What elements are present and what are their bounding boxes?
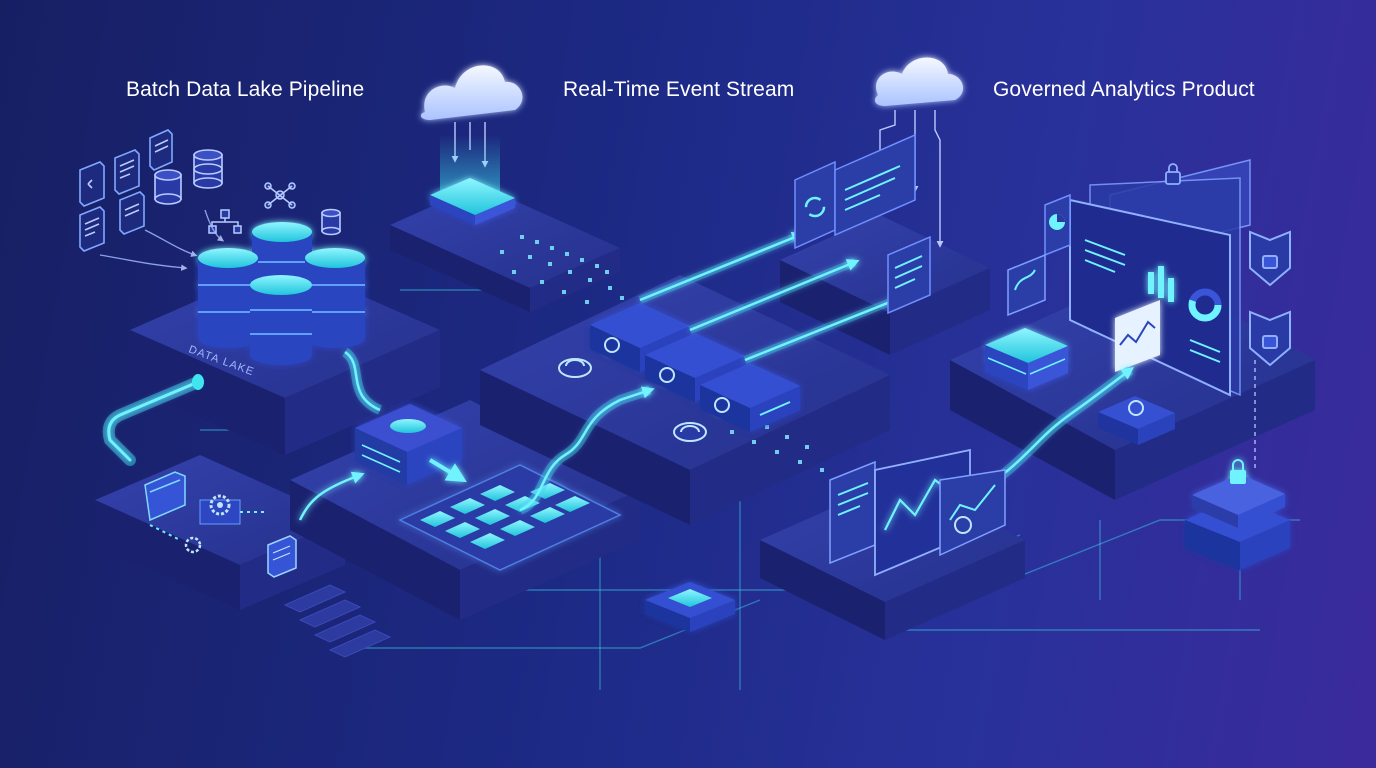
file-flow-curves <box>99 209 225 271</box>
database-cylinder <box>250 275 312 365</box>
database-icon <box>321 208 341 236</box>
cloud-icon <box>874 57 964 106</box>
batch-table <box>398 464 622 571</box>
source-file-icons <box>79 129 173 252</box>
document-icon <box>119 191 145 235</box>
lightbulb-node <box>1098 396 1175 445</box>
shield-lock-icon <box>1249 230 1291 287</box>
sync-icon <box>673 422 707 442</box>
sync-icon <box>558 358 592 378</box>
report-screen <box>829 460 876 565</box>
pie-chart-icon <box>1044 193 1071 257</box>
stream-processor-node <box>700 363 800 432</box>
line-chart-card <box>1115 300 1160 372</box>
transform-server <box>355 404 462 485</box>
lake-to-transform-flow <box>341 347 383 415</box>
code-file-icon <box>79 161 105 207</box>
glow-stack-node <box>985 328 1068 390</box>
event-stream-title: Real-Time Event Stream <box>563 78 795 101</box>
batch-flow-lines <box>298 385 655 521</box>
network-icon <box>264 182 296 209</box>
database-cylinder <box>198 248 258 348</box>
bar-chart-icon <box>1148 266 1174 302</box>
insight-card <box>1007 253 1046 317</box>
report-screens <box>829 448 1006 577</box>
shield-lock-icon <box>1249 310 1291 367</box>
small-database-icons <box>154 149 341 236</box>
monitor-panel <box>834 133 916 237</box>
document-stack-icon <box>267 535 297 578</box>
database-icon <box>154 169 182 205</box>
database-icon <box>193 149 223 189</box>
hierarchy-icon <box>208 209 242 234</box>
ingest-pipe <box>102 374 204 466</box>
donut-chart-icon <box>1188 288 1222 322</box>
monitoring-platform <box>780 215 990 355</box>
folder-icon <box>144 471 186 522</box>
ingest-items <box>144 471 297 578</box>
governed-analytics-title: Governed Analytics Product <box>993 78 1255 101</box>
report-screen <box>939 469 1006 557</box>
secure-storage-stack <box>1185 459 1290 570</box>
gear-icon <box>199 494 241 525</box>
monitor-panel <box>887 235 931 315</box>
database-cylinder <box>305 248 365 348</box>
cloud-icon <box>420 65 523 120</box>
stairs <box>283 584 392 658</box>
monitoring-panels <box>794 133 931 315</box>
data-lake-cylinders <box>198 222 365 365</box>
stream-output-arrows <box>638 231 905 364</box>
platforms <box>95 185 1315 640</box>
document-icon <box>79 206 105 252</box>
edge-node <box>645 582 735 632</box>
stream-ingest-node <box>430 178 515 225</box>
document-icon <box>114 149 140 195</box>
stream-processors <box>590 303 800 432</box>
monitor-panel <box>794 160 836 250</box>
batch-pipeline-title: Batch Data Lake Pipeline <box>126 78 365 101</box>
gear-icon <box>184 536 202 554</box>
lock-icon <box>1165 163 1181 185</box>
document-icon <box>149 129 173 171</box>
